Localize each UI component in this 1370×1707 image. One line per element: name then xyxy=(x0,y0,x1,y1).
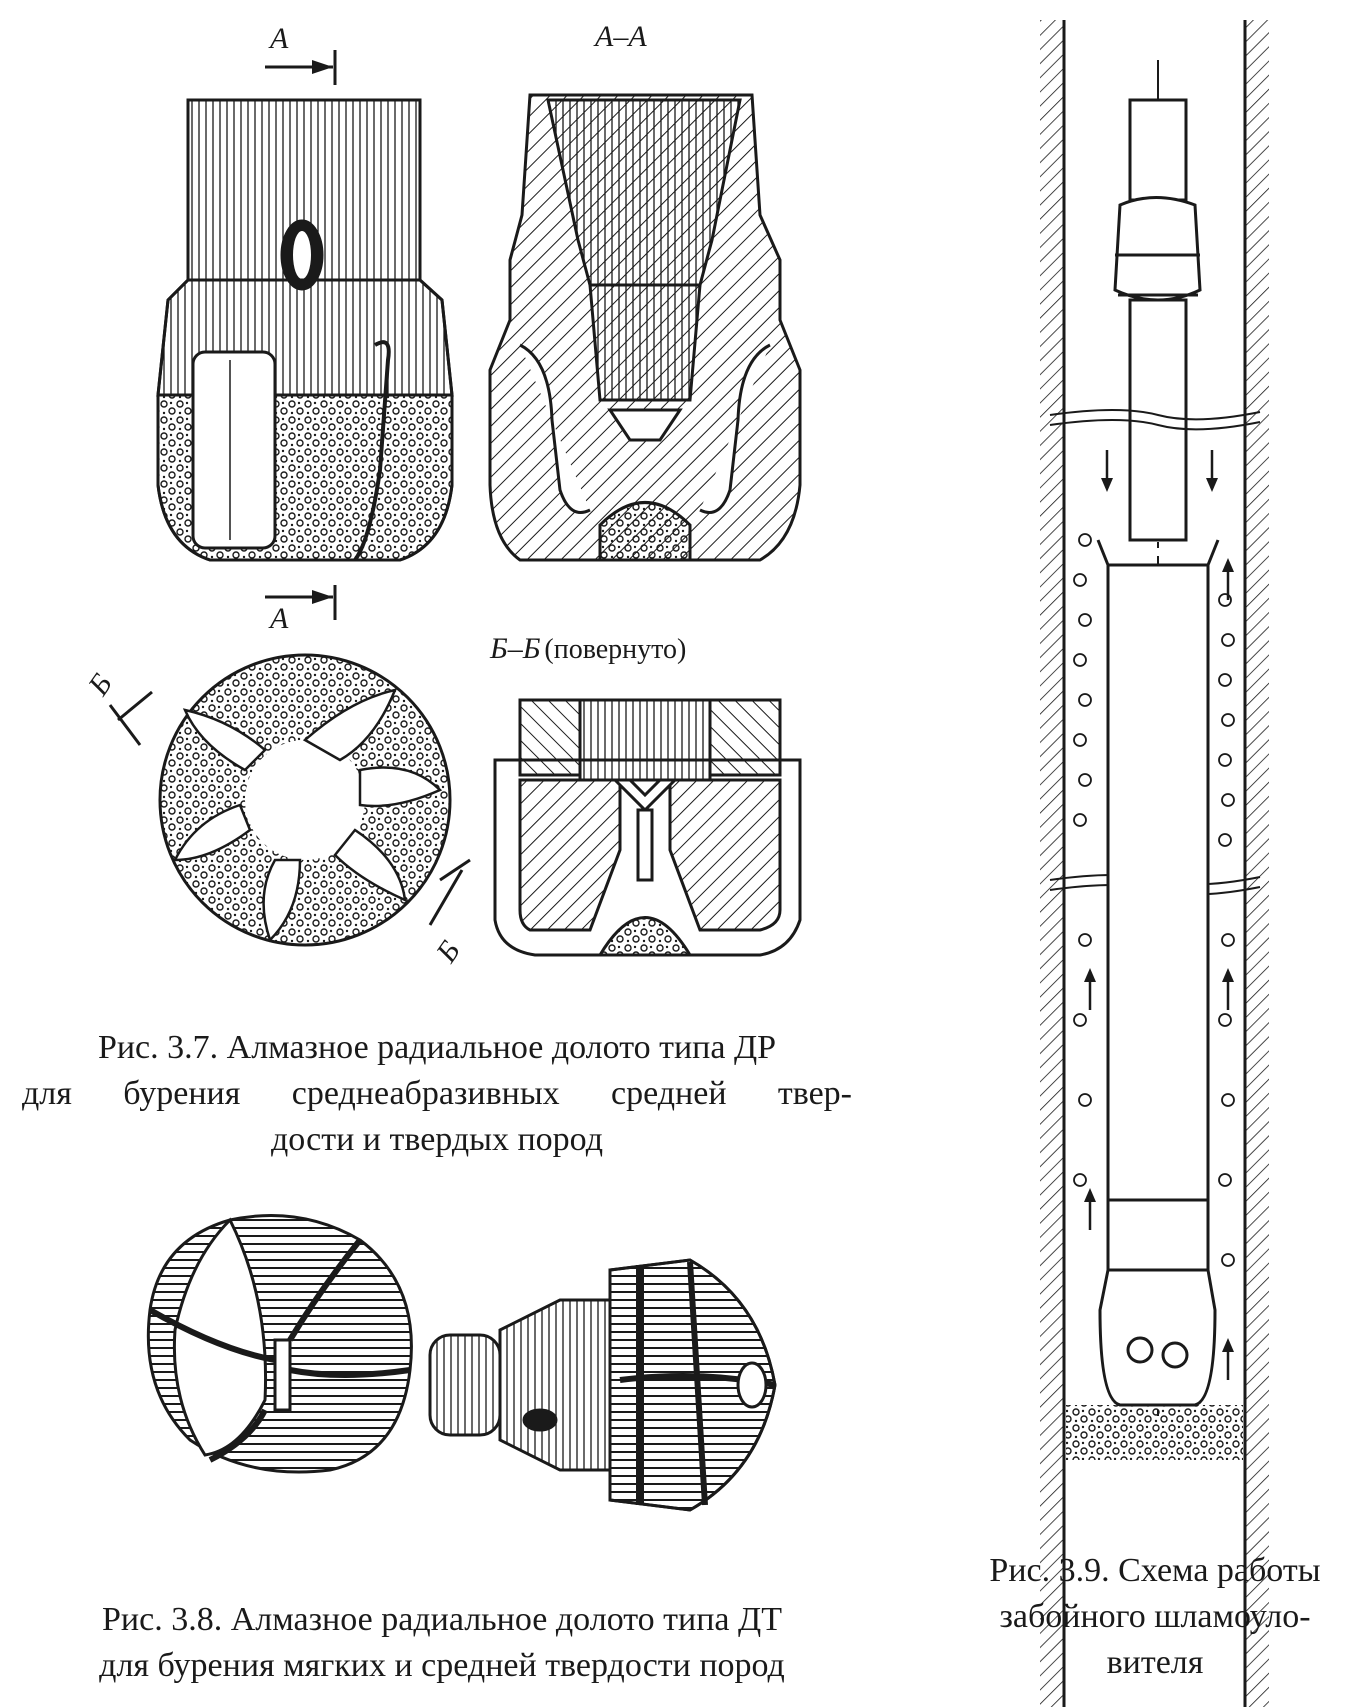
section-bb-label: Б–Б xyxy=(490,632,541,665)
section-bb-heading: Б–Б (повернуто) xyxy=(490,632,686,666)
section-bb-note: (повернуто) xyxy=(544,634,687,665)
cut-plane-a xyxy=(265,50,337,620)
bit-side-view xyxy=(156,98,454,562)
caption-fig-3-8-line2: для бурения мягких и средней твердости п… xyxy=(99,1647,785,1684)
section-aa-drawing xyxy=(488,93,802,562)
caption-fig-3-7-line1: Рис. 3.7. Алмазное радиальное долото тип… xyxy=(97,1029,777,1066)
cut-label-a-bottom: А xyxy=(270,602,289,635)
caption-fig-3-9-line1: Рис. 3.9. Схема работы xyxy=(989,1552,1321,1589)
caption-fig-3-7: Рис. 3.7. Алмазное радиальное долото тип… xyxy=(22,1025,852,1163)
caption-fig-3-9: Рис. 3.9. Схема работы забойного шламоул… xyxy=(950,1548,1360,1686)
caption-fig-3-8: Рис. 3.8. Алмазное радиальное долото тип… xyxy=(22,1597,862,1689)
bit-dt-side-view xyxy=(428,1258,777,1512)
caption-fig-3-7-line2: для бурения среднеабразивных средней тве… xyxy=(22,1075,852,1112)
bit-dt-end-view xyxy=(146,1214,413,1474)
section-aa-label: А–А xyxy=(595,20,647,53)
caption-fig-3-8-line1: Рис. 3.8. Алмазное радиальное долото тип… xyxy=(102,1601,782,1638)
caption-fig-3-9-line3: вителя xyxy=(1106,1644,1204,1681)
section-bb-drawing xyxy=(493,698,802,957)
cut-label-a-top: А xyxy=(270,22,289,55)
bit-bottom-view xyxy=(158,653,452,947)
caption-fig-3-7-line3: дости и твердых пород xyxy=(271,1121,603,1158)
cut-plane-b xyxy=(108,690,471,926)
borehole-scheme xyxy=(1040,20,1269,1707)
caption-fig-3-9-line2: забойного шламоуло- xyxy=(999,1598,1311,1635)
